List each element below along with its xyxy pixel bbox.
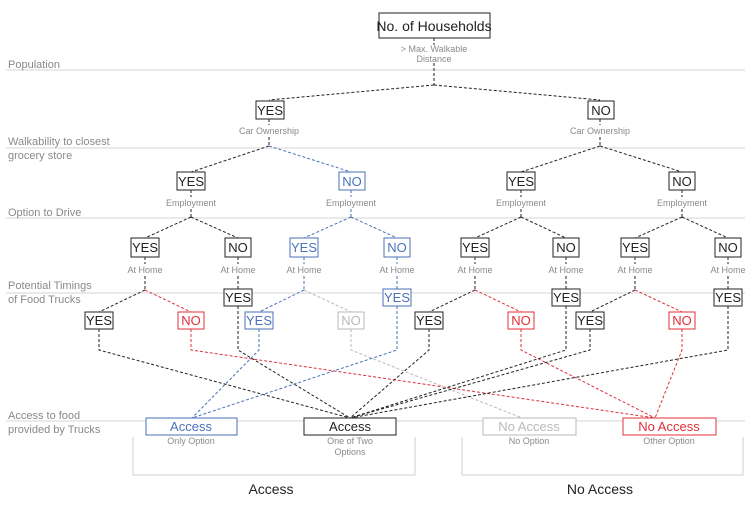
node-l3-7: YES — [622, 240, 648, 255]
node-l4-4: NO — [341, 313, 361, 328]
group-label-access: Access — [248, 481, 293, 497]
group-label-no-access: No Access — [567, 481, 633, 497]
outcome-noaccess-no: No Access — [498, 419, 560, 434]
branch-home-1: At Home — [127, 265, 162, 275]
branch-emp-4: Employment — [657, 198, 708, 208]
node-l3-8: NO — [718, 240, 738, 255]
branch-home-8: At Home — [710, 265, 745, 275]
node-l3-1: YES — [132, 240, 158, 255]
node-l4-2: NO — [181, 313, 201, 328]
node-l4-8: NO — [672, 313, 692, 328]
root-sub-1: > Max. Walkable — [401, 44, 467, 54]
branch-emp-3: Employment — [496, 198, 547, 208]
node-l4-6: NO — [511, 313, 531, 328]
node-l4-3: YES — [246, 313, 272, 328]
branch-home-6: At Home — [548, 265, 583, 275]
branch-home-4: At Home — [379, 265, 414, 275]
node-l3-4: NO — [387, 240, 407, 255]
node-l2-d: NO — [672, 174, 692, 189]
level-label-drive: Option to Drive — [8, 207, 81, 219]
level-label-population: Population — [8, 59, 60, 71]
node-l3-6: NO — [556, 240, 576, 255]
level-label-timing-2: of Food Trucks — [8, 294, 81, 306]
node-l4-7: YES — [577, 313, 603, 328]
outcome-noaccess-other-box — [622, 417, 717, 436]
node-l1-yes: YES — [257, 103, 283, 118]
outcomes: Access Only Option Access One of Two Opt… — [145, 417, 717, 457]
branch-car-2: Car Ownership — [570, 126, 630, 136]
outcome-noaccess-no-box — [482, 417, 577, 436]
level-label-walkability-2: grocery store — [8, 150, 72, 162]
branch-emp-1: Employment — [166, 198, 217, 208]
outcome-access-only: Access — [170, 419, 212, 434]
outcome-noaccess-other-sub: Other Option — [643, 436, 695, 446]
node-l2-b: NO — [342, 174, 362, 189]
branch-emp-2: Employment — [326, 198, 377, 208]
outcome-access-only-sub: Only Option — [167, 436, 215, 446]
node-l4-home-3: YES — [553, 290, 579, 305]
node-l3-2: NO — [228, 240, 248, 255]
connectors — [98, 38, 729, 419]
node-l4-home-4: YES — [715, 290, 741, 305]
root-sub-2: Distance — [416, 54, 451, 64]
outcome-access-two: Access — [329, 419, 371, 434]
group-brackets — [132, 437, 744, 476]
node-l1-yes-box — [255, 100, 285, 120]
outcome-access-two-sub2: Options — [334, 447, 366, 457]
outcome-noaccess-no-sub: No Option — [509, 436, 550, 446]
branch-car-1: Car Ownership — [239, 126, 299, 136]
node-l3-5: YES — [462, 240, 488, 255]
node-l1-no-box — [587, 100, 615, 120]
node-l2-c: YES — [508, 174, 534, 189]
branch-home-2: At Home — [220, 265, 255, 275]
branch-home-7: At Home — [617, 265, 652, 275]
root-node-label: No. of Households — [376, 18, 491, 34]
group-labels: Access No Access — [248, 481, 633, 497]
root-node-box — [378, 12, 491, 39]
node-l4-home-1: YES — [225, 290, 251, 305]
level-labels: Population Walkability to closest grocer… — [8, 59, 110, 436]
level-label-walkability-1: Walkability to closest — [8, 136, 110, 148]
outcome-noaccess-other: No Access — [638, 419, 700, 434]
nodes: No. of Households > Max. Walkable Distan… — [84, 12, 746, 330]
node-l4-1: YES — [86, 313, 112, 328]
node-l3-3: YES — [291, 240, 317, 255]
node-l1-no: NO — [591, 103, 611, 118]
node-l2-a: YES — [178, 174, 204, 189]
branch-home-3: At Home — [286, 265, 321, 275]
level-label-access-2: provided by Trucks — [8, 424, 101, 436]
outcome-access-two-sub1: One of Two — [327, 436, 373, 446]
level-label-access-1: Access to food — [8, 410, 80, 422]
node-l4-home-2: YES — [384, 290, 410, 305]
outcome-access-only-box — [145, 417, 238, 436]
level-label-timing-1: Potential Timings — [8, 280, 92, 292]
node-l4-5: YES — [416, 313, 442, 328]
outcome-access-two-box — [303, 417, 397, 436]
branch-home-5: At Home — [457, 265, 492, 275]
